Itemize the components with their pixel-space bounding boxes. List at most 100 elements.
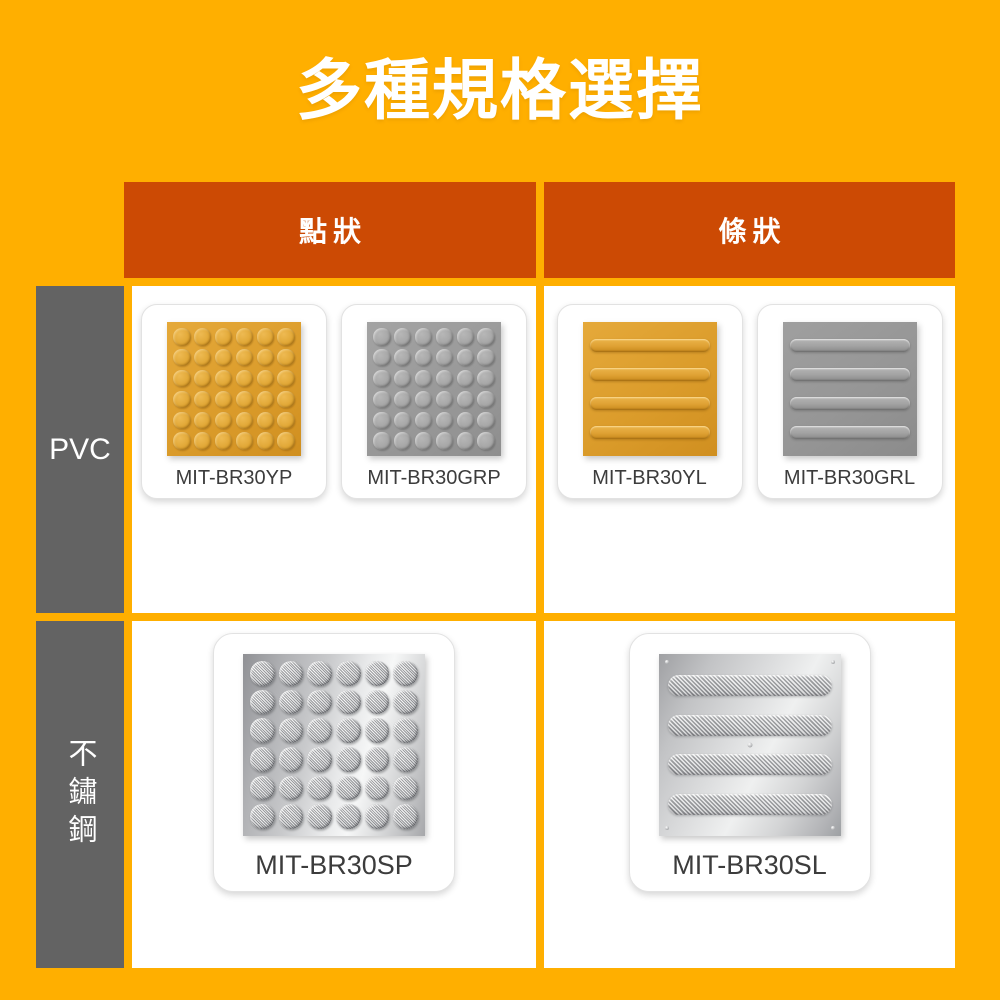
dot-bump	[456, 432, 474, 450]
bar-rib	[589, 397, 710, 410]
dot-bump	[194, 328, 212, 346]
dot-bump	[435, 328, 454, 346]
dot-bump	[394, 369, 412, 388]
dot-bump	[456, 390, 474, 409]
product-code-label: MIT-BR30YP	[175, 467, 293, 489]
dot-bump	[256, 349, 274, 367]
dot-bump	[250, 804, 275, 829]
dot-bump	[336, 661, 361, 686]
dot-bump	[214, 369, 233, 388]
dot-bump	[477, 328, 495, 346]
product-code-label: MIT-BR30YL	[592, 467, 707, 489]
product-card-mit-br30sl[interactable]: MIT-BR30SL	[628, 633, 871, 892]
dot-bump	[307, 689, 332, 715]
dot-bump	[364, 718, 390, 743]
cell-pvc-bar: MIT-BR30YL MIT-BR30GRL	[544, 286, 955, 613]
dot-bump	[214, 432, 233, 450]
page-title-banner: 多種規格選擇	[0, 0, 1000, 180]
dot-bump	[394, 328, 412, 346]
dot-bump	[277, 369, 295, 388]
dot-bump	[307, 718, 332, 743]
product-card-mit-br30sp[interactable]: MIT-BR30SP	[213, 633, 455, 892]
dot-bump	[435, 432, 454, 450]
dot-bump	[394, 349, 412, 367]
dot-bump	[373, 369, 391, 388]
product-code-label: MIT-BR30SL	[672, 850, 827, 880]
dot-bump	[278, 689, 304, 715]
product-card-mit-br30yl[interactable]: MIT-BR30YL	[556, 304, 743, 499]
dot-bump	[364, 689, 390, 715]
tile-swatch-steel-dot	[243, 654, 425, 836]
row-header-stainless: 不鏽鋼	[36, 621, 124, 968]
dot-bump	[414, 432, 433, 450]
bar-rib	[667, 754, 832, 776]
dot-bump	[307, 775, 332, 801]
dot-bump	[194, 411, 212, 429]
tile-swatch-bar-gray	[782, 322, 917, 456]
dot-bump	[235, 328, 254, 346]
dot-bump	[414, 390, 433, 409]
bar-rib	[589, 339, 710, 352]
dot-bump	[477, 369, 495, 388]
product-card-mit-br30grp[interactable]: MIT-BR30GRP	[341, 304, 527, 499]
row-header-pvc: PVC	[36, 286, 124, 613]
dot-bump	[256, 390, 274, 409]
dot-bump	[307, 661, 332, 686]
cell-stainless-dot: MIT-BR30SP	[132, 621, 536, 968]
dot-bump	[393, 775, 418, 801]
bar-rib	[789, 339, 910, 352]
dot-bump	[235, 390, 254, 409]
cell-stainless-bar: MIT-BR30SL	[544, 621, 955, 968]
dot-bump	[373, 349, 391, 367]
dot-bump	[256, 328, 274, 346]
screw-icon	[830, 826, 835, 830]
table-column-header-row: 點狀 條狀	[36, 182, 955, 278]
tile-swatch-dot-gray	[367, 322, 501, 456]
dot-bump	[173, 390, 191, 409]
dot-bump	[307, 747, 332, 772]
bar-rib	[589, 426, 710, 439]
dot-bump	[364, 661, 390, 686]
dot-bump	[173, 411, 191, 429]
row-header-pvc-label: PVC	[49, 432, 111, 466]
bar-rib	[667, 714, 832, 736]
dot-bump	[194, 349, 212, 367]
dot-bump	[456, 411, 474, 429]
tile-swatch-bar-yellow	[582, 322, 717, 456]
dot-bump	[194, 390, 212, 409]
dot-bump	[336, 747, 361, 772]
dot-bump	[364, 775, 390, 801]
dot-bump	[277, 390, 295, 409]
dot-bump	[256, 411, 274, 429]
product-card-mit-br30yp[interactable]: MIT-BR30YP	[141, 304, 327, 499]
product-code-label: MIT-BR30SP	[255, 850, 413, 880]
screw-icon	[747, 742, 752, 748]
dot-bump	[477, 349, 495, 367]
tile-swatch-dot-yellow	[167, 322, 301, 456]
dot-bump	[435, 349, 454, 367]
column-header-bar-label: 條狀	[718, 216, 787, 247]
dot-bump	[373, 390, 391, 409]
dot-bump	[393, 747, 418, 772]
screw-icon	[830, 660, 835, 664]
dot-bump	[214, 390, 233, 409]
dot-bump	[214, 328, 233, 346]
dot-bump	[414, 328, 433, 346]
dot-bump	[364, 804, 390, 829]
product-code-label: MIT-BR30GRP	[367, 467, 501, 489]
dot-bump	[256, 432, 274, 450]
dot-bump	[173, 349, 191, 367]
dot-bump	[278, 747, 304, 772]
dot-bump	[277, 432, 295, 450]
dot-bump	[373, 411, 391, 429]
cell-pvc-dot: MIT-BR30YP MIT-BR30GRP	[132, 286, 536, 613]
dot-bump	[250, 661, 275, 686]
dot-bump	[336, 775, 361, 801]
product-card-mit-br30grl[interactable]: MIT-BR30GRL	[756, 304, 943, 499]
dot-bump	[336, 689, 361, 715]
bar-rib	[789, 426, 910, 439]
bar-rib	[589, 368, 710, 381]
dot-bump	[394, 432, 412, 450]
dot-bump	[364, 747, 390, 772]
dot-bump	[214, 411, 233, 429]
